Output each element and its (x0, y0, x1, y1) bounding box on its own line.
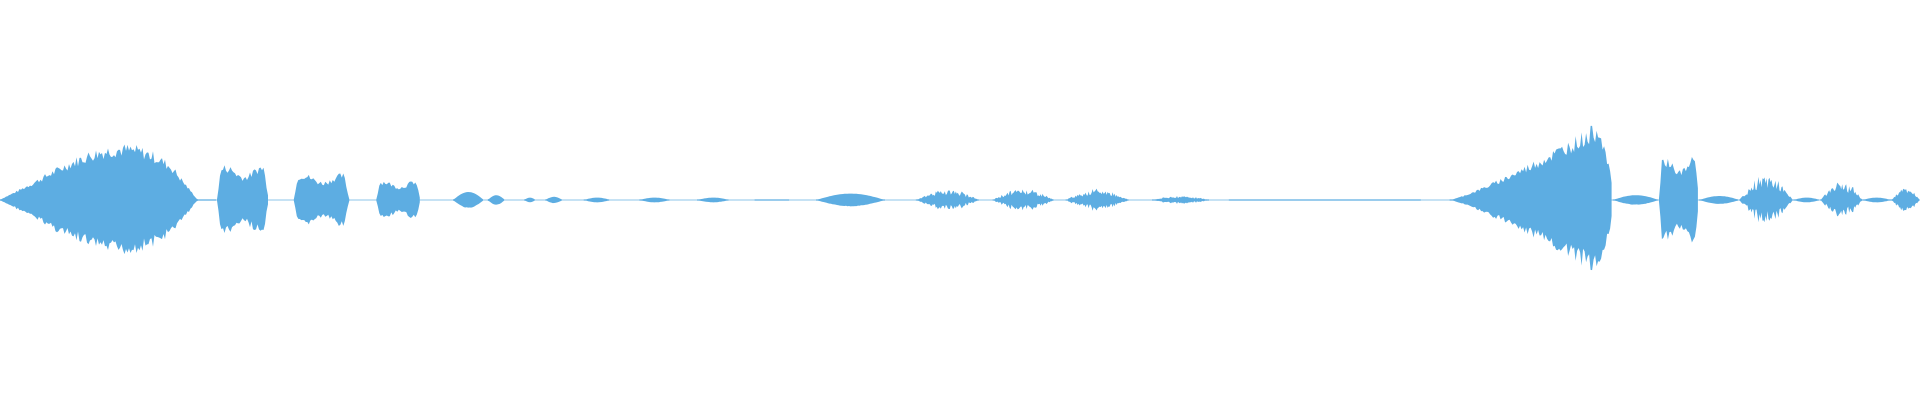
waveform-burst-11 (1612, 195, 1658, 205)
waveform-blip-1 (453, 192, 484, 208)
waveform-burst-4 (376, 181, 420, 218)
waveform-blip-7 (697, 197, 729, 203)
waveform-burst-7 (992, 189, 1054, 211)
waveform-blip-5 (583, 197, 610, 203)
waveform-blip-2 (487, 195, 505, 205)
waveform-burst-2 (217, 165, 268, 233)
waveform-blip-3 (524, 197, 535, 203)
waveform-burst-8 (1065, 188, 1129, 211)
waveform-hum-2 (1228, 199, 1421, 201)
waveform-burst-13 (1699, 196, 1739, 204)
waveform-segments (0, 125, 1920, 271)
waveform-burst-14 (1739, 176, 1793, 223)
waveform-burst-10 (1449, 125, 1612, 271)
waveform-burst-6 (915, 190, 979, 210)
waveform-burst-1 (0, 144, 216, 255)
waveform-blip-4 (545, 196, 562, 204)
waveform-burst-18 (1891, 188, 1920, 211)
waveform-blip-6 (639, 197, 670, 203)
waveform-burst-17 (1862, 197, 1891, 203)
waveform-hum-1 (754, 199, 790, 201)
waveform-burst-5 (816, 193, 885, 207)
waveform-burst-3 (293, 173, 350, 226)
waveform-burst-16 (1820, 182, 1863, 217)
waveform-burst-12 (1658, 157, 1698, 243)
waveform-burst-9 (1152, 196, 1209, 204)
waveform-burst-15 (1793, 197, 1819, 203)
